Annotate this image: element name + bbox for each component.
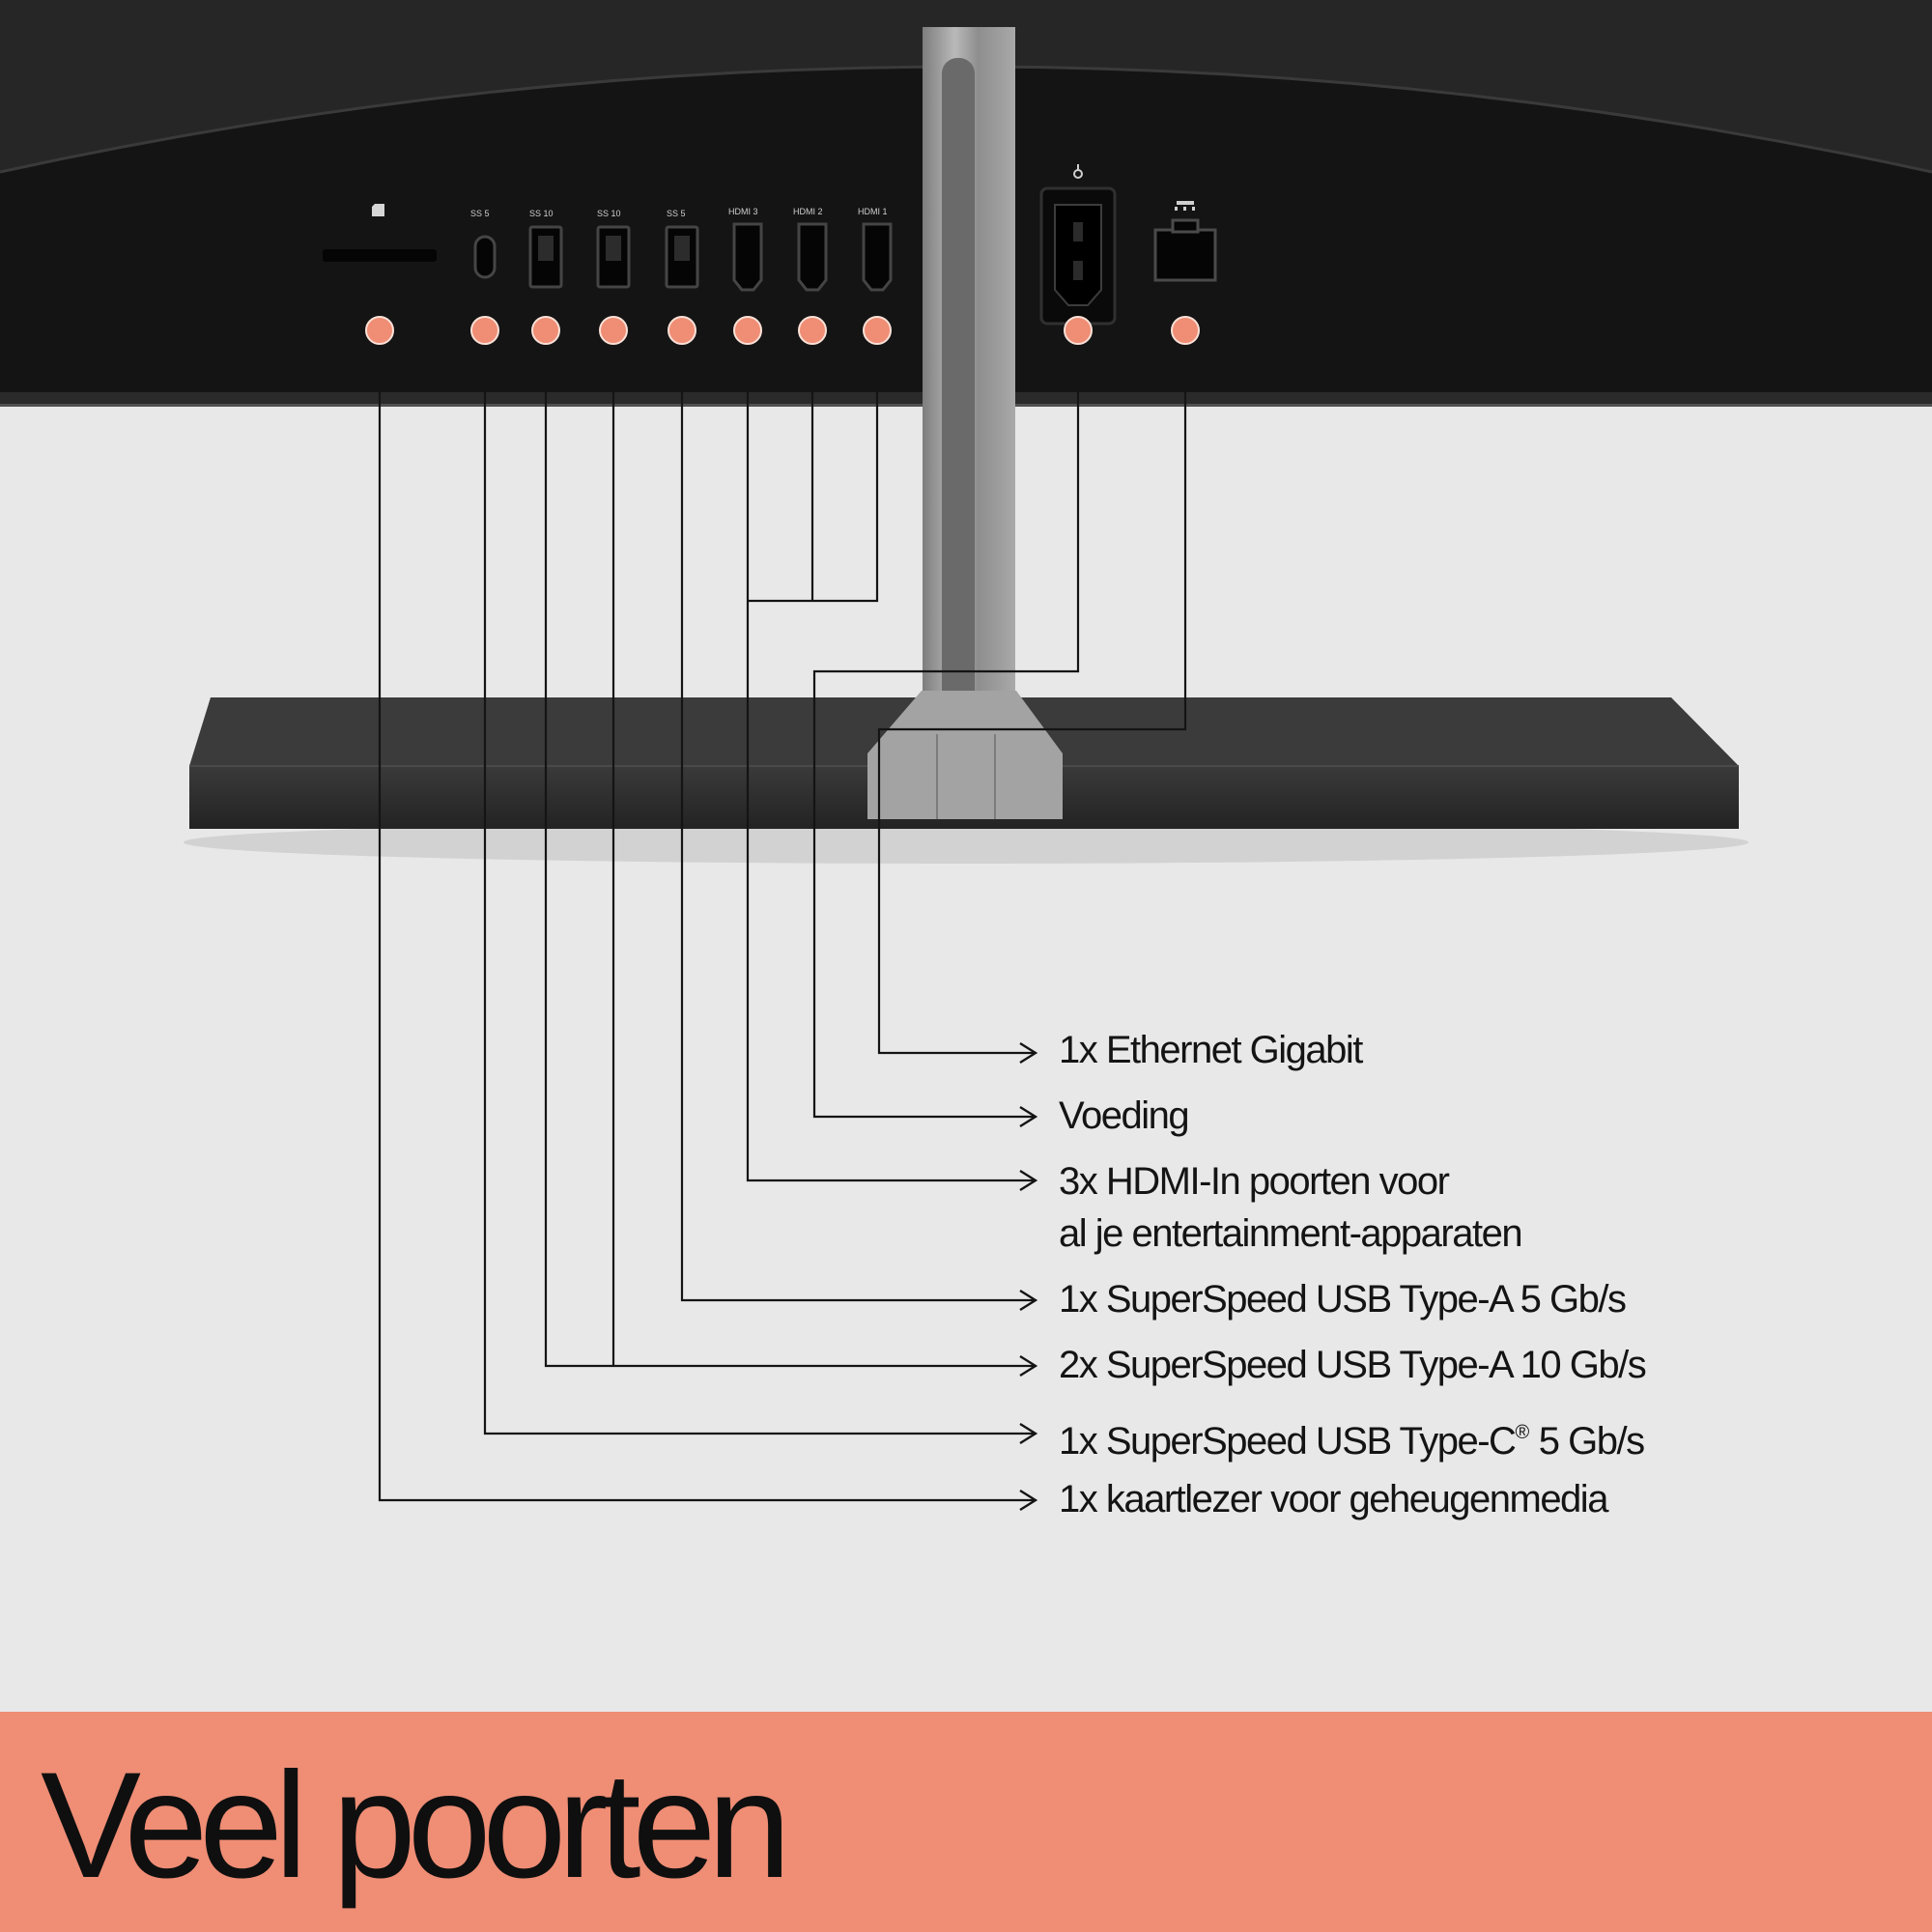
usb-a-10-label-2: SS 10 <box>597 209 621 218</box>
line-hdmi-group <box>746 330 1036 1180</box>
ethernet-icon <box>1175 201 1195 211</box>
line-ethernet <box>877 330 1187 1053</box>
marker-card-reader <box>365 316 394 345</box>
usb-a-5-label: SS 5 <box>667 209 686 218</box>
line-power <box>812 330 1080 1117</box>
title-banner <box>0 1712 1932 1932</box>
marker-hdmi-2 <box>798 316 827 345</box>
callout-usb-a-5: 1x SuperSpeed USB Type-A 5 Gb/s <box>1059 1278 1627 1321</box>
port-row: SS 5 SS 10 SS 10 SS 5 HDMI 3 HDMI 2 <box>323 164 1217 326</box>
callout-hdmi-line2: al je entertainment-apparaten <box>1059 1212 1523 1255</box>
callout-power: Voeding <box>1059 1094 1190 1137</box>
callout-card-reader: 1x kaartlezer voor geheugenmedia <box>1059 1478 1608 1520</box>
callout-usb-c-suffix: 5 Gb/s <box>1529 1420 1645 1463</box>
page-title: Veel poorten <box>41 1742 791 1910</box>
registered-mark: ® <box>1515 1422 1530 1443</box>
line-card-reader <box>378 330 1036 1500</box>
marker-usb-c <box>470 316 499 345</box>
usb-a-10-label-1: SS 10 <box>529 209 554 218</box>
hdmi-1-label: HDMI 1 <box>858 207 888 216</box>
marker-hdmi-1 <box>863 316 892 345</box>
sd-card-icon <box>372 204 384 216</box>
marker-power <box>1064 316 1093 345</box>
power-plug-icon <box>1073 164 1083 179</box>
power-port <box>1039 164 1117 326</box>
callout-hdmi: 3x HDMI-In poorten voor al je entertainm… <box>1059 1155 1523 1260</box>
card-reader-port <box>323 204 437 262</box>
callout-usb-c: 1x SuperSpeed USB Type-C® 5 Gb/s <box>1059 1406 1645 1467</box>
callout-ethernet: 1x Ethernet Gigabit <box>1059 1029 1363 1071</box>
hdmi-3-port: HDMI 3 <box>728 207 763 292</box>
usb-a-10-port-1: SS 10 <box>528 209 563 289</box>
marker-hdmi-3 <box>733 316 762 345</box>
hdmi-1-port: HDMI 1 <box>858 207 893 292</box>
usb-a-10-port-2: SS 10 <box>596 209 631 289</box>
hdmi-2-label: HDMI 2 <box>793 207 823 216</box>
stand-neck <box>867 27 1063 819</box>
marker-ethernet <box>1171 316 1200 345</box>
line-usb-a-10-group <box>544 330 1036 1366</box>
callout-hdmi-line1: 3x HDMI-In poorten voor <box>1059 1160 1450 1203</box>
line-usb-c <box>483 330 1036 1434</box>
usb-c-port-label: SS 5 <box>470 209 490 218</box>
ethernet-port <box>1153 201 1217 282</box>
usb-a-5-port: SS 5 <box>665 209 699 289</box>
callout-usb-a-10: 2x SuperSpeed USB Type-A 10 Gb/s <box>1059 1344 1647 1386</box>
usb-c-port: SS 5 <box>470 209 497 279</box>
marker-usb-a-10-1 <box>531 316 560 345</box>
hdmi-2-port: HDMI 2 <box>793 207 828 292</box>
marker-usb-a-5 <box>668 316 696 345</box>
marker-usb-a-10-2 <box>599 316 628 345</box>
line-usb-a-5 <box>680 330 1036 1300</box>
hdmi-3-label: HDMI 3 <box>728 207 758 216</box>
line-hdmi-1 <box>748 330 879 603</box>
connector-lines <box>378 330 1187 1500</box>
callout-usb-c-prefix: 1x SuperSpeed USB Type-C <box>1059 1420 1517 1463</box>
port-markers <box>365 316 1200 345</box>
